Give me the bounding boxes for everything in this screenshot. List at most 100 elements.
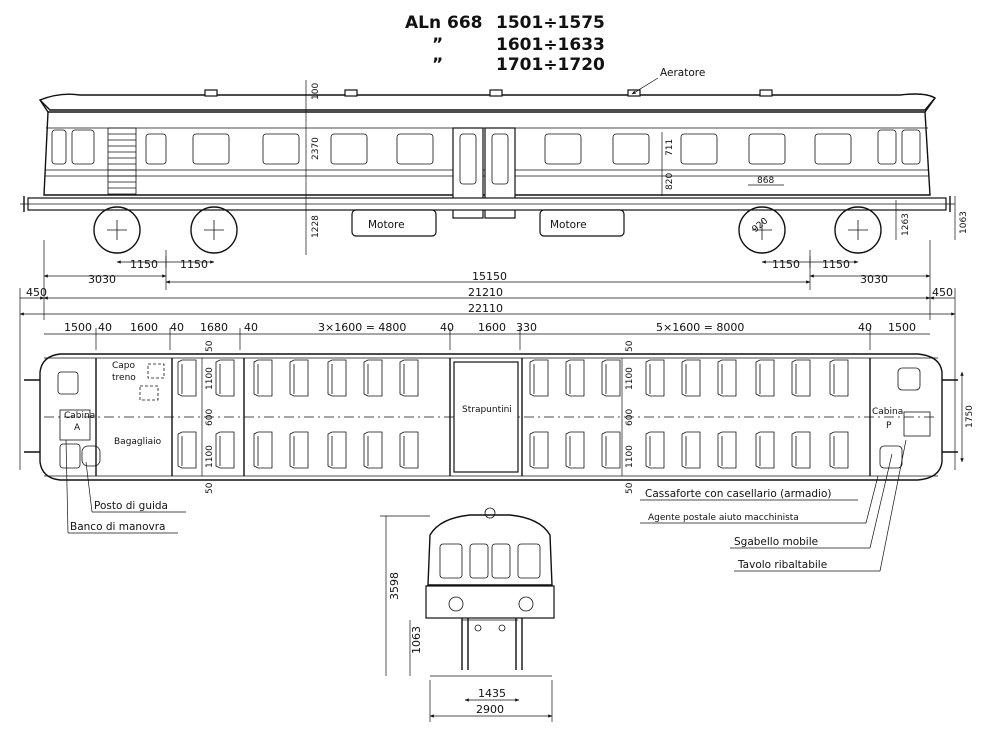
seat (215, 359, 235, 397)
svg-text:1600: 1600 (478, 321, 506, 334)
radiator-grille (107, 127, 137, 195)
svg-text:1100: 1100 (625, 367, 635, 390)
aeratore-label: Aeratore (660, 67, 705, 79)
seat (717, 359, 737, 397)
model-title: ALn 668 (405, 13, 483, 33)
front-frame (425, 585, 555, 619)
svg-text:P: P (886, 421, 892, 431)
ditto-1: ” (432, 35, 443, 55)
svg-text:50: 50 (205, 340, 215, 352)
front-height: 3598 (388, 572, 401, 600)
series-2: 1601÷1633 (496, 35, 605, 55)
seat (755, 431, 775, 469)
svg-text:3030: 3030 (88, 273, 116, 286)
roof-outline (38, 93, 937, 111)
svg-text:Cabina: Cabina (64, 411, 95, 421)
title-block: ALn 668 1501÷1575 ” 1601÷1633 ” 1701÷172… (405, 13, 605, 75)
front-light-left (448, 596, 464, 612)
capo-treno-label-2: treno (112, 373, 136, 383)
bagagliaio-label: Bagagliaio (114, 437, 162, 447)
series-1: 1501÷1575 (496, 13, 605, 33)
svg-text:820: 820 (665, 173, 675, 190)
svg-text:3×1600 = 4800: 3×1600 = 4800 (318, 321, 406, 334)
buffers (23, 196, 951, 212)
side-view: Motore Motore 920 Aeratore 100 2370 1228… (19, 67, 969, 470)
plan-outline (39, 353, 943, 481)
motor-right-label: Motore (550, 219, 587, 231)
plan-top-dims: 1500 40 1600 40 1680 40 3×1600 = 4800 40… (44, 321, 930, 350)
plan-vertical-dims: 50 1100 600 1100 50 50 1100 600 1100 50 … (201, 340, 975, 494)
aeratore-leader (631, 77, 659, 95)
svg-text:40: 40 (244, 321, 258, 334)
callouts: Posto di guida Banco di manovra Cassafor… (65, 439, 907, 572)
callout-banco-manovra: Banco di manovra (70, 521, 165, 533)
svg-text:15150: 15150 (472, 270, 507, 283)
svg-text:1100: 1100 (205, 445, 215, 468)
svg-text:3030: 3030 (860, 273, 888, 286)
front-floor-height: 1063 (410, 626, 423, 654)
svg-text:40: 40 (98, 321, 112, 334)
svg-text:40: 40 (170, 321, 184, 334)
seat (601, 431, 621, 469)
svg-text:50: 50 (625, 482, 635, 494)
cab-windows (51, 129, 921, 165)
svg-text:40: 40 (440, 321, 454, 334)
cab-a: Cabina A (57, 371, 101, 469)
cab-p: Cabina P (872, 367, 931, 469)
roof-ends (39, 97, 936, 113)
front-width: 2900 (476, 703, 504, 716)
plan-view: 1500 40 1600 40 1680 40 3×1600 = 4800 40… (24, 321, 975, 494)
seat (791, 431, 811, 469)
seat (327, 431, 347, 469)
svg-text:22110: 22110 (468, 302, 503, 315)
svg-text:450: 450 (932, 286, 953, 299)
seat (289, 431, 309, 469)
callout-cassaforte: Cassaforte con casellario (armadio) (645, 488, 832, 500)
svg-text:1750: 1750 (965, 405, 975, 428)
seat (253, 431, 273, 469)
partitions (95, 358, 871, 476)
svg-text:868: 868 (757, 176, 774, 186)
seat (829, 359, 849, 397)
svg-text:1150: 1150 (772, 258, 800, 271)
seat (565, 359, 585, 397)
seat (645, 431, 665, 469)
seat (755, 359, 775, 397)
seat (399, 431, 419, 469)
svg-text:50: 50 (625, 340, 635, 352)
seat (717, 431, 737, 469)
seat (529, 359, 549, 397)
seat (177, 359, 197, 397)
ditto-2: ” (432, 55, 443, 75)
seat (601, 359, 621, 397)
svg-text:1150: 1150 (180, 258, 208, 271)
svg-text:1100: 1100 (205, 367, 215, 390)
seat (215, 431, 235, 469)
svg-text:1063: 1063 (959, 211, 969, 234)
seat (399, 359, 419, 397)
side-windows (145, 133, 852, 165)
front-gauge: 1435 (478, 687, 506, 700)
seat (253, 359, 273, 397)
svg-text:1100: 1100 (625, 445, 635, 468)
vestibule-area (453, 361, 519, 473)
svg-text:5×1600 = 8000: 5×1600 = 8000 (656, 321, 744, 334)
svg-text:50: 50 (205, 482, 215, 494)
capo-treno-label-1: Capo (112, 361, 136, 371)
svg-text:1500: 1500 (888, 321, 916, 334)
callout-sgabello: Sgabello mobile (734, 536, 818, 548)
seat (363, 359, 383, 397)
seat (681, 359, 701, 397)
front-view: 3598 1063 1435 2900 (380, 507, 555, 722)
seat (327, 359, 347, 397)
svg-text:2370: 2370 (311, 137, 321, 160)
seat (681, 431, 701, 469)
svg-text:1228: 1228 (311, 215, 321, 238)
svg-text:1500: 1500 (64, 321, 92, 334)
side-horizontal-dims: 1150 1150 1150 1150 3030 3030 15150 450 … (19, 240, 956, 470)
seat (565, 431, 585, 469)
front-headlight-top (484, 507, 496, 519)
front-light-right (518, 596, 534, 612)
motor-boxes: Motore Motore (351, 209, 625, 237)
